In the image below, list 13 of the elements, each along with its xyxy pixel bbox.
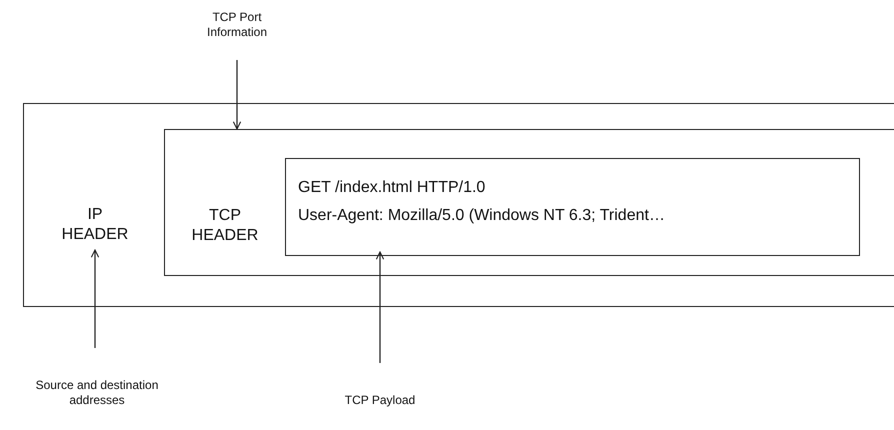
arrow (232, 60, 242, 130)
http-request-line: GET /index.html HTTP/1.0 (298, 178, 486, 198)
ip-packet-box (23, 103, 894, 307)
arrow (90, 249, 100, 348)
header-label: TCP HEADER (190, 206, 260, 246)
callout-label: Source and destination addresses (27, 378, 167, 408)
callout-label: TCP Payload (320, 393, 440, 408)
arrow (376, 251, 384, 363)
header-label: IP HEADER (60, 205, 130, 245)
callout-label: TCP Port Information (187, 10, 287, 40)
http-header-line: User-Agent: Mozilla/5.0 (Windows NT 6.3; Trident… (298, 206, 665, 226)
tcp-segment-box (164, 129, 894, 276)
payload-box (285, 158, 860, 256)
